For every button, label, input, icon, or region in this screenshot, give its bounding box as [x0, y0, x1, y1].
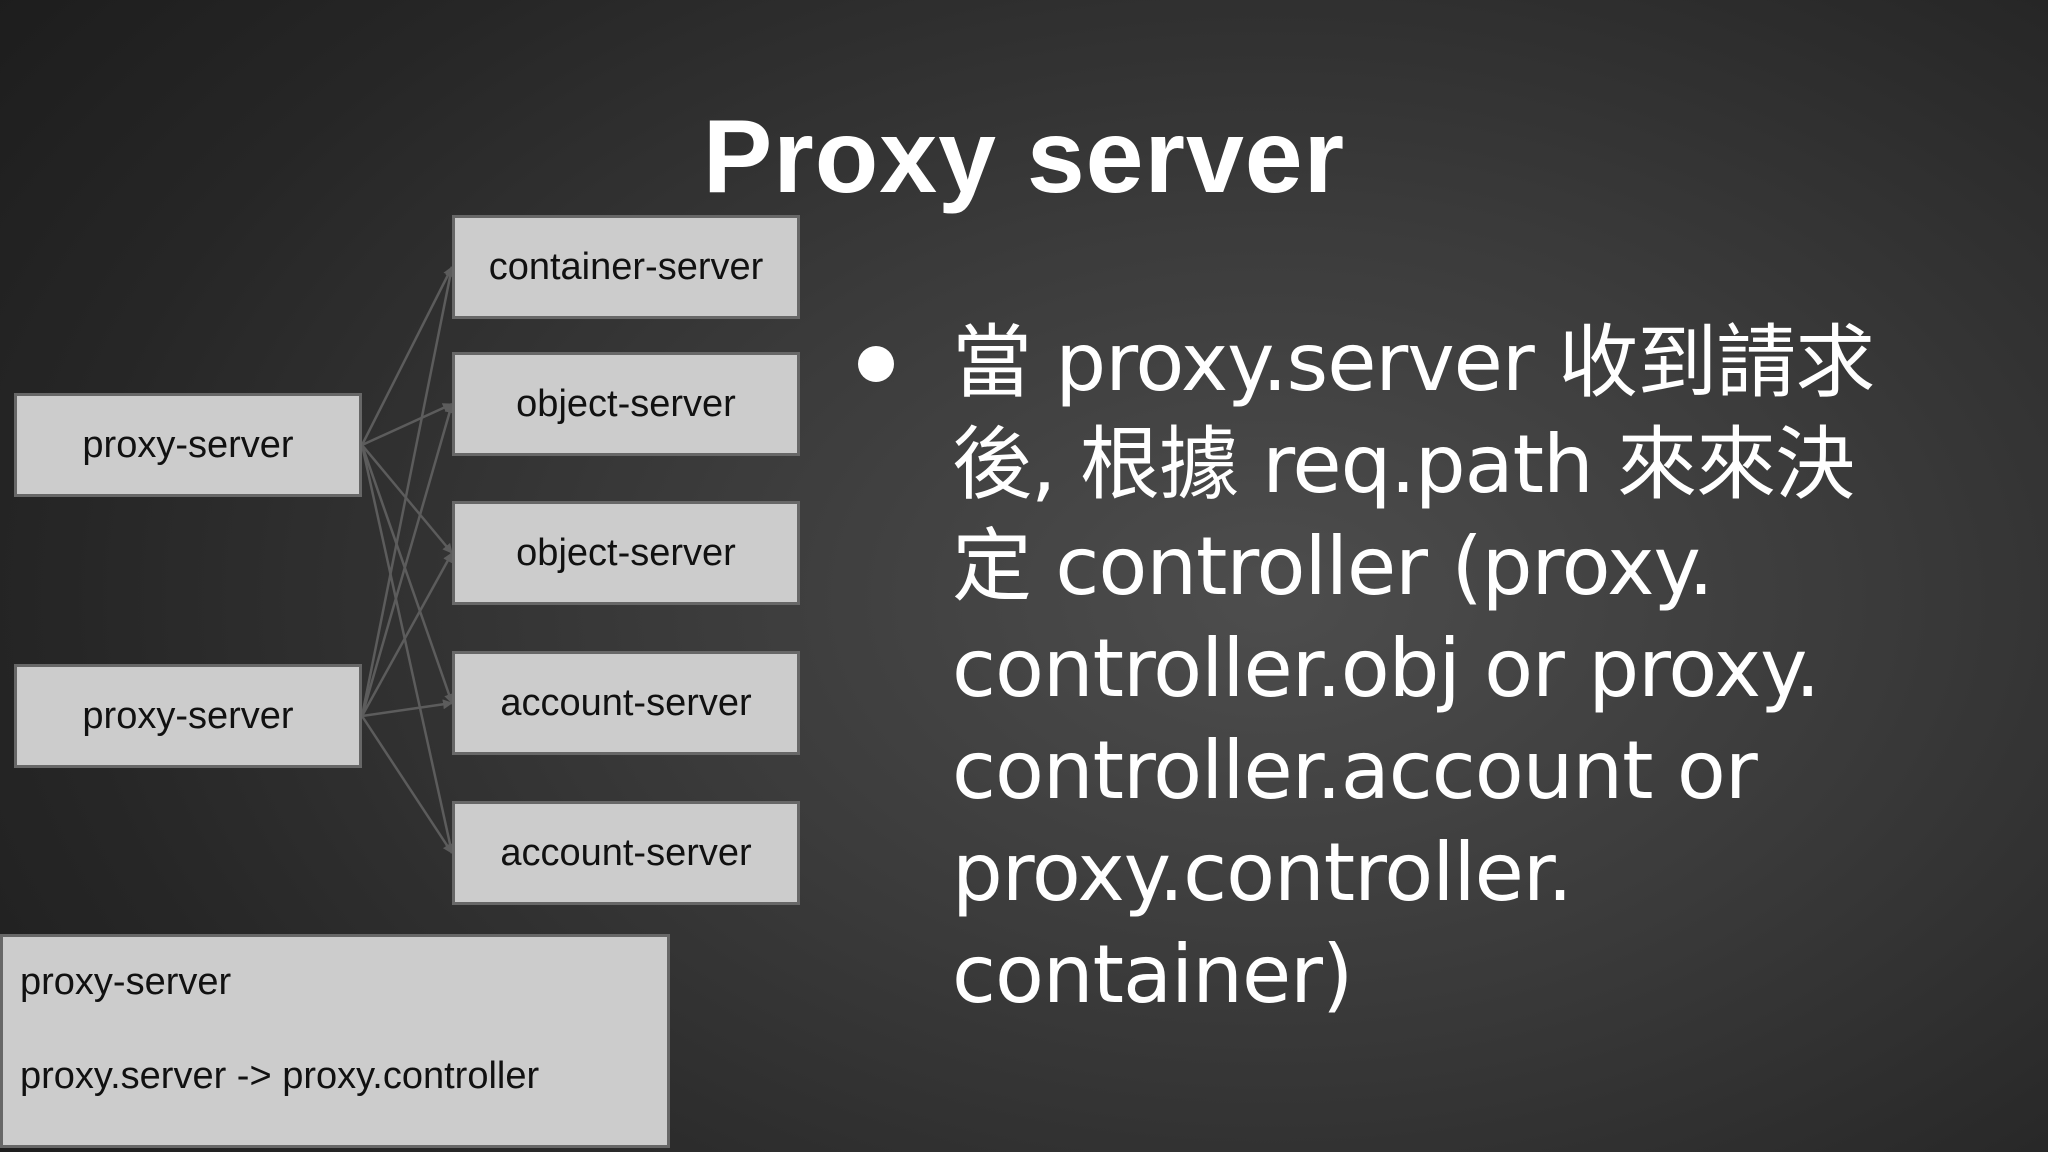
bullet-line-6: proxy.controller.: [952, 826, 1573, 919]
edge-proxy1-to-server4: [360, 444, 454, 704]
legend-line-1: proxy-server: [20, 961, 232, 1003]
edge-proxy2-to-server2: [360, 403, 455, 717]
edge-proxy1-to-server5: [360, 444, 455, 854]
bullet-text: 當 proxy.server 收到請求 後, 根據 req.path 來來決 定…: [952, 312, 2012, 1026]
edge-proxy1-to-server3: [361, 444, 453, 554]
proxy-node-1: proxy-server: [14, 393, 362, 497]
slide-title: Proxy server: [702, 99, 1346, 215]
account-server-node-1: account-server: [452, 651, 800, 755]
bullet-dot: [858, 346, 894, 382]
bullet-line-5: controller.account or: [952, 724, 1758, 817]
legend-box: proxy-server proxy.server -> proxy.contr…: [0, 934, 670, 1148]
edge-proxy2-to-server1: [360, 266, 456, 717]
edge-proxy2-to-server3: [360, 552, 454, 717]
edge-proxy1-to-server2: [361, 402, 453, 447]
edge-proxy1-to-server1: [360, 266, 454, 446]
edge-proxy2-to-server4: [361, 699, 453, 718]
container-server-node: container-server: [452, 215, 800, 319]
legend-line-2: proxy.server -> proxy.controller: [20, 1055, 540, 1097]
bullet-line-1: 當 proxy.server 收到請求: [952, 316, 1875, 409]
account-server-node-2: account-server: [452, 801, 800, 905]
bullet-line-2: 後, 根據 req.path 來來決: [952, 418, 1855, 511]
edge-proxy2-to-server5: [360, 715, 454, 854]
bullet-line-3: 定 controller (proxy.: [952, 520, 1714, 613]
object-server-node-2: object-server: [452, 501, 800, 605]
bullet-line-7: container): [952, 928, 1353, 1021]
proxy-node-2: proxy-server: [14, 664, 362, 768]
bullet-line-4: controller.obj or proxy.: [952, 622, 1820, 715]
object-server-node-1: object-server: [452, 352, 800, 456]
